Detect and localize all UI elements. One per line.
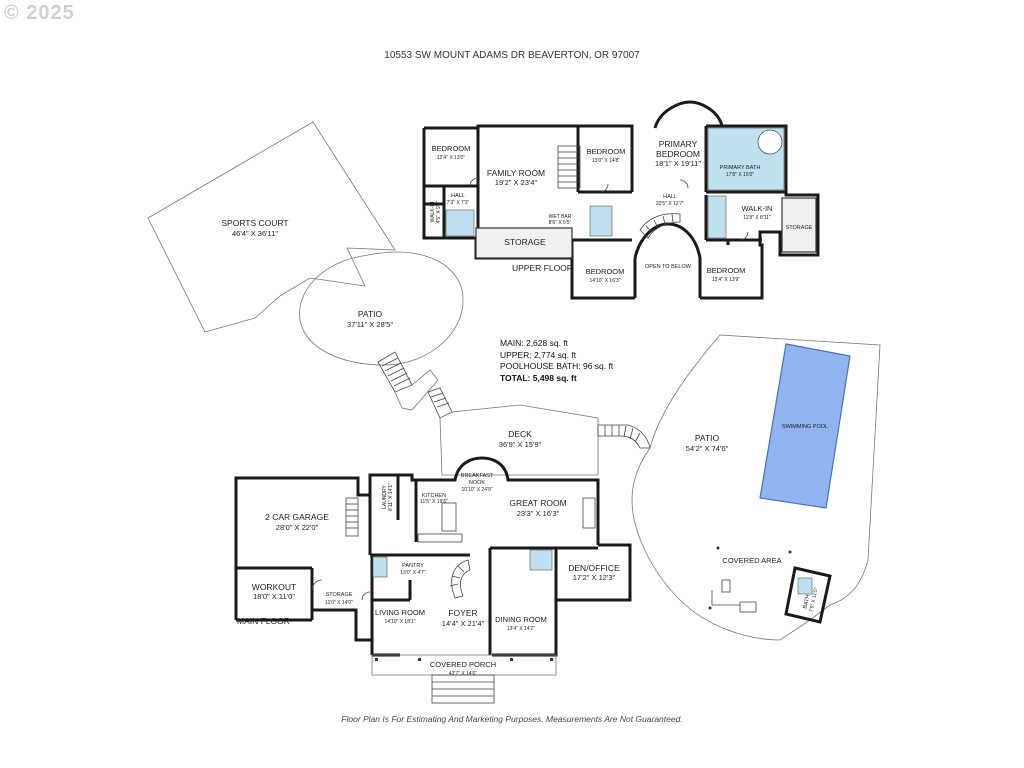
hall-small-label: HALL: [451, 193, 465, 199]
storage-right-label: STORAGE: [786, 225, 813, 231]
walk-in-small-label: WALK-IN: [430, 201, 436, 222]
pantry-label: PANTRY: [402, 563, 424, 569]
deck-outline: [439, 404, 599, 476]
upper-hall-dim: 20'5" X 12'7": [656, 201, 684, 207]
wet-bar-dim: 8'6" X 5'5": [549, 220, 572, 226]
sports-court-label: SPORTS COURT: [221, 218, 288, 228]
main-floor-plan: [234, 456, 632, 704]
upper-floor-plan: [422, 100, 820, 300]
swimming-pool: [759, 343, 851, 509]
upper-bedroom-1-label: BEDROOM: [432, 144, 471, 153]
primary-bath-dim: 17'8" X 15'0": [726, 172, 754, 178]
hall-small-dim: 7'3" X 7'3": [447, 200, 470, 206]
upper-bedroom-4-dim: 13'4" X 13'9": [712, 277, 740, 283]
sqft-poolhouse: POOLHOUSE BATH: 96 sq. ft: [500, 361, 614, 371]
open-to-below-label: OPEN TO BELOW: [645, 264, 692, 270]
disclaimer-note: Floor Plan Is For Estimating And Marketi…: [341, 714, 683, 724]
pool-bath-building: [784, 566, 832, 624]
upper-patio-label: PATIO: [358, 309, 383, 319]
wet-bar-label: WET BAR: [549, 214, 572, 220]
foyer-dim: 14'4" X 21'4": [442, 619, 485, 628]
upper-patio-outline: [299, 251, 464, 366]
upper-bedroom-3-dim: 14'10" X 16'3": [589, 278, 620, 284]
primary-bedroom-label-2: BEDROOM: [656, 149, 700, 159]
primary-bath-label: PRIMARY BATH: [720, 165, 761, 171]
pool-bath-label: BATH: [803, 594, 812, 609]
upper-bedroom-4-label: BEDROOM: [707, 266, 746, 275]
covered-porch-label: COVERED PORCH: [430, 660, 496, 669]
primary-bedroom-dim: 18'1" X 19'11": [655, 159, 701, 168]
family-room-label: FAMILY ROOM: [487, 168, 545, 178]
patio-stairs: [377, 351, 453, 419]
den-office-label: DEN/OFFICE: [568, 563, 620, 573]
sports-court-dim: 46'4" X 36'11": [232, 229, 278, 238]
sqft-total: TOTAL: 5,498 sq. ft: [500, 372, 577, 383]
upper-bedroom-2-dim: 13'0" X 14'8": [592, 158, 620, 164]
walk-in-small-dim: 4'5" X 9'1": [436, 200, 442, 223]
covered-area-label: COVERED AREA: [722, 556, 781, 565]
workout-label: WORKOUT: [252, 582, 296, 592]
upper-bedroom-2-label: BEDROOM: [587, 147, 626, 156]
foyer-label: FOYER: [448, 608, 477, 618]
den-office-dim: 17'2" X 12'3": [573, 573, 616, 582]
family-room-dim: 19'2" X 23'4": [495, 178, 538, 187]
breakfast-nook-dim: 10'10" X 24'9": [461, 487, 492, 493]
swimming-pool-label: SWIMMING POOL: [782, 424, 828, 430]
deck-label: DECK: [508, 429, 532, 439]
breakfast-nook-label: BREAKFAST: [461, 473, 494, 479]
deck-stairs: [597, 424, 651, 449]
square-footage-summary: MAIN: 2,628 sq. ft UPPER: 2,774 sq. ft P…: [500, 338, 613, 384]
pool-patio-dim: 54'2" X 74'6": [686, 444, 729, 453]
upper-bedroom-3-label: BEDROOM: [586, 267, 625, 276]
great-room-label: GREAT ROOM: [509, 498, 566, 508]
great-room-dim: 23'3" X 16'3": [517, 509, 560, 518]
covered-area-sketch: [708, 546, 792, 613]
main-storage-label: STORAGE: [326, 592, 353, 598]
kitchen-label: KITCHEN: [422, 493, 446, 499]
upper-patio-dim: 37'11" X 28'5": [347, 320, 393, 329]
laundry-dim: 8'11" X 14'1": [388, 483, 394, 511]
dining-room-label: DINING ROOM: [495, 615, 547, 624]
upper-storage-label: STORAGE: [504, 237, 546, 247]
dining-room-dim: 13'4" X 14'2": [507, 626, 535, 632]
covered-porch-dim: 43'7" X 14'6": [449, 671, 477, 677]
living-room-dim: 14'10" X 18'1": [384, 619, 415, 625]
copyright-watermark: © 2025: [4, 2, 75, 24]
walk-in-large-label: WALK-IN: [742, 204, 773, 213]
sqft-upper: UPPER: 2,774 sq. ft: [500, 349, 577, 360]
walk-in-large-dim: 11'8" X 8'11": [743, 215, 771, 221]
pool-patio-outline: [631, 334, 881, 641]
main-floor-label: MAIN FLOOR: [237, 616, 290, 626]
living-room-label: LIVING ROOM: [375, 608, 425, 617]
garage-dim: 28'0" X 22'0": [276, 523, 319, 532]
property-address: 10553 SW MOUNT ADAMS DR BEAVERTON, OR 97…: [384, 50, 640, 61]
kitchen-dim: 11'5" X 19'6": [420, 499, 448, 505]
sqft-main: MAIN: 2,628 sq. ft: [500, 338, 569, 348]
main-storage-dim: 11'0" X 14'0": [325, 600, 353, 606]
upper-hall-label: HALL: [663, 194, 677, 200]
pool-bath-dim: 7'9" X 11'5": [808, 587, 819, 613]
upper-floor-label: UPPER FLOOR: [512, 263, 573, 273]
workout-dim: 18'0" X 11'0": [253, 592, 295, 601]
garage-label: 2 CAR GARAGE: [265, 512, 329, 522]
pool-patio-label: PATIO: [695, 433, 720, 443]
primary-bedroom-label: PRIMARY: [659, 139, 698, 149]
sports-court-outline: [147, 121, 396, 333]
laundry-label: LAUNDRY: [382, 484, 388, 508]
breakfast-nook-label-2: NOOK: [469, 480, 486, 486]
pantry-dim: 13'0" X 4'7": [400, 570, 426, 576]
deck-dim: 36'9" X 15'9": [499, 440, 542, 449]
upper-bedroom-1-dim: 12'4" X 13'0": [437, 155, 465, 161]
